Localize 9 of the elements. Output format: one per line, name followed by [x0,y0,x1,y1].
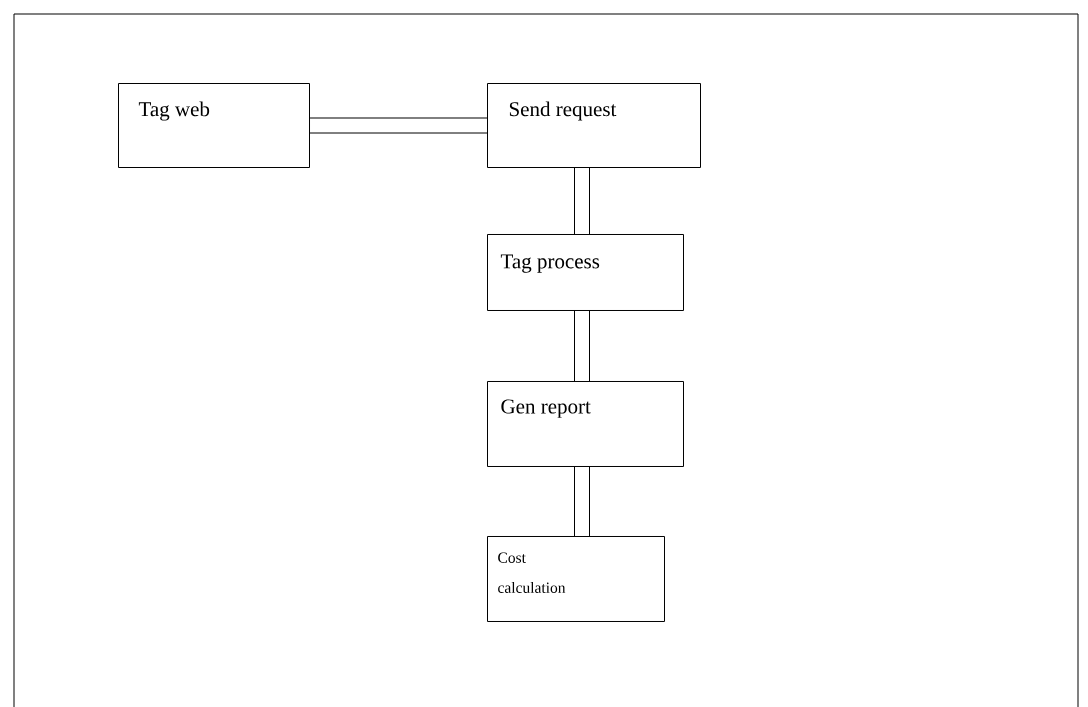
connector [574,168,590,234]
process-box: Tag web [118,83,310,168]
connector [574,311,590,381]
process-box: Cost calculation [487,536,665,622]
connector [310,117,487,134]
process-box: Tag process [487,234,684,311]
process-box: Send request [487,83,701,168]
process-box: Gen report [487,381,684,467]
connector [574,467,590,536]
